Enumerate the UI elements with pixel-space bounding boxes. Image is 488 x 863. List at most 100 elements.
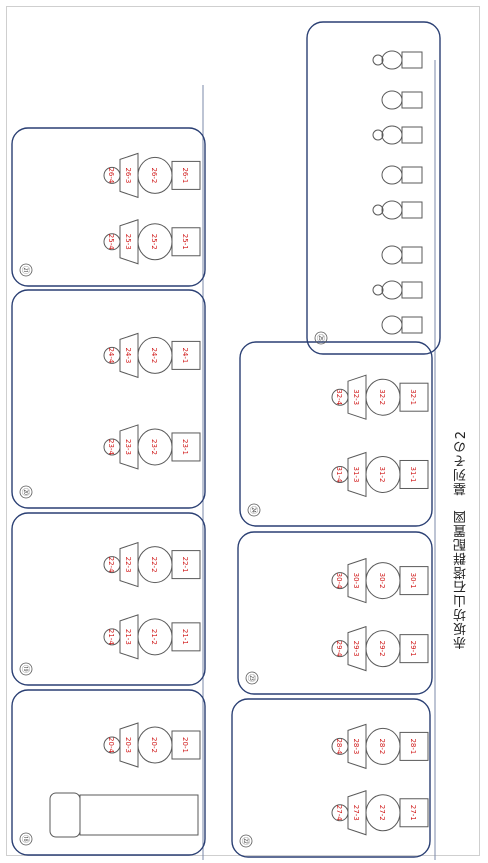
stone-finial bbox=[103, 628, 121, 646]
stone-label: 32-2 bbox=[378, 389, 386, 405]
stone-label: 29-2 bbox=[378, 641, 386, 657]
stone-label: 26-1 bbox=[181, 167, 189, 183]
stone-label: 21-3 bbox=[124, 629, 132, 645]
group-number: ⑱ bbox=[21, 835, 30, 843]
stone-pillar bbox=[79, 794, 199, 836]
stone-label: 26-3 bbox=[124, 167, 132, 183]
stone-finial bbox=[331, 465, 349, 483]
group-frame bbox=[11, 127, 206, 287]
stone-roof bbox=[347, 790, 367, 836]
stone-label: 27-4 bbox=[335, 805, 343, 821]
stone-roof bbox=[119, 541, 139, 588]
stone-label: 21-4 bbox=[107, 629, 115, 645]
stone-finial bbox=[372, 284, 384, 296]
stone-label: 23-1 bbox=[181, 439, 189, 455]
stone-roof bbox=[347, 723, 367, 770]
stone-label: 20-1 bbox=[181, 737, 189, 753]
stone-finial bbox=[103, 166, 121, 184]
stone-body bbox=[381, 90, 403, 110]
stone-finial bbox=[103, 346, 121, 364]
stone-label: 20-3 bbox=[124, 737, 132, 753]
stone-roof bbox=[119, 424, 139, 470]
stone-label: 29-3 bbox=[352, 641, 360, 657]
stone-finial bbox=[331, 388, 349, 406]
stone-label: 25-4 bbox=[107, 234, 115, 250]
group-frame bbox=[11, 289, 206, 509]
stone-label: 27-1 bbox=[409, 805, 417, 821]
stone-label: 21-1 bbox=[181, 629, 189, 645]
stone-finial bbox=[372, 54, 384, 66]
group-frame bbox=[306, 21, 441, 355]
stone-label: 24-2 bbox=[150, 347, 158, 363]
group-frame bbox=[237, 531, 433, 695]
stone-body bbox=[381, 50, 403, 70]
group-1: ⑱ 20-1 20-2 20-3 20-4 bbox=[11, 689, 206, 856]
stone-label: 24-4 bbox=[107, 347, 115, 363]
group-number-ring bbox=[19, 485, 33, 499]
small-stone bbox=[372, 280, 423, 300]
stone-label: 23-2 bbox=[150, 439, 158, 455]
small-stone bbox=[372, 125, 423, 145]
stone-finial bbox=[103, 736, 121, 754]
stone-label: 22-1 bbox=[181, 557, 189, 573]
stone-label: 26-2 bbox=[150, 167, 158, 183]
group-frame bbox=[11, 512, 206, 686]
stone-roof bbox=[347, 557, 367, 604]
stone-finial bbox=[331, 737, 349, 755]
small-stone bbox=[381, 90, 423, 110]
stone-base bbox=[401, 91, 423, 109]
small-stone bbox=[372, 200, 423, 220]
stone-label: 31-2 bbox=[378, 467, 386, 483]
stone-base bbox=[401, 51, 423, 69]
stone-label: 20-2 bbox=[150, 737, 158, 753]
stone-body bbox=[381, 200, 403, 220]
group-8: ㉕ bbox=[306, 21, 441, 355]
stone-base bbox=[401, 166, 423, 184]
stone-label: 31-1 bbox=[409, 467, 417, 483]
stone-body bbox=[381, 315, 403, 335]
stone-body bbox=[381, 165, 403, 185]
group-number-ring bbox=[245, 671, 259, 685]
title-area: 赤坂坊山石塔群配置図 墓列その2 bbox=[452, 430, 486, 850]
stone-finial bbox=[331, 640, 349, 658]
small-stone bbox=[372, 50, 423, 70]
page-frame bbox=[6, 6, 480, 856]
stone-label: 22-2 bbox=[150, 557, 158, 573]
stone-base bbox=[401, 126, 423, 144]
group-number: ㉔ bbox=[249, 506, 258, 514]
stone-roof bbox=[347, 374, 367, 420]
stone-label: 30-4 bbox=[335, 573, 343, 589]
group-number: ㉕ bbox=[316, 334, 325, 342]
stone-label: 23-4 bbox=[107, 439, 115, 455]
stone-finial bbox=[103, 233, 121, 251]
figure-title: 赤坂坊山石塔群配置図 墓列その2 bbox=[454, 430, 469, 650]
tall-stone bbox=[49, 792, 199, 838]
stone-label: 21-2 bbox=[150, 629, 158, 645]
stone-body bbox=[381, 125, 403, 145]
group-number-ring bbox=[247, 503, 261, 517]
stone-label: 25-1 bbox=[181, 234, 189, 250]
stone-label: 32-3 bbox=[352, 389, 360, 405]
small-stone bbox=[381, 245, 423, 265]
stone-roof bbox=[119, 332, 139, 379]
stone-label: 27-2 bbox=[378, 805, 386, 821]
stone-label: 30-3 bbox=[352, 573, 360, 589]
group-number-ring bbox=[314, 331, 328, 345]
stone-label: 31-4 bbox=[335, 467, 343, 483]
stone-label: 26-4 bbox=[107, 167, 115, 183]
group-number-ring bbox=[19, 662, 33, 676]
stone-body bbox=[381, 280, 403, 300]
stone-label: 30-2 bbox=[378, 573, 386, 589]
stone-label: 23-3 bbox=[124, 439, 132, 455]
stone-base bbox=[401, 201, 423, 219]
group-number: ㉑ bbox=[21, 266, 30, 274]
stone-label: 20-4 bbox=[107, 737, 115, 753]
stone-finial bbox=[331, 572, 349, 590]
stone-finial bbox=[331, 804, 349, 822]
stone-label: 25-3 bbox=[124, 234, 132, 250]
